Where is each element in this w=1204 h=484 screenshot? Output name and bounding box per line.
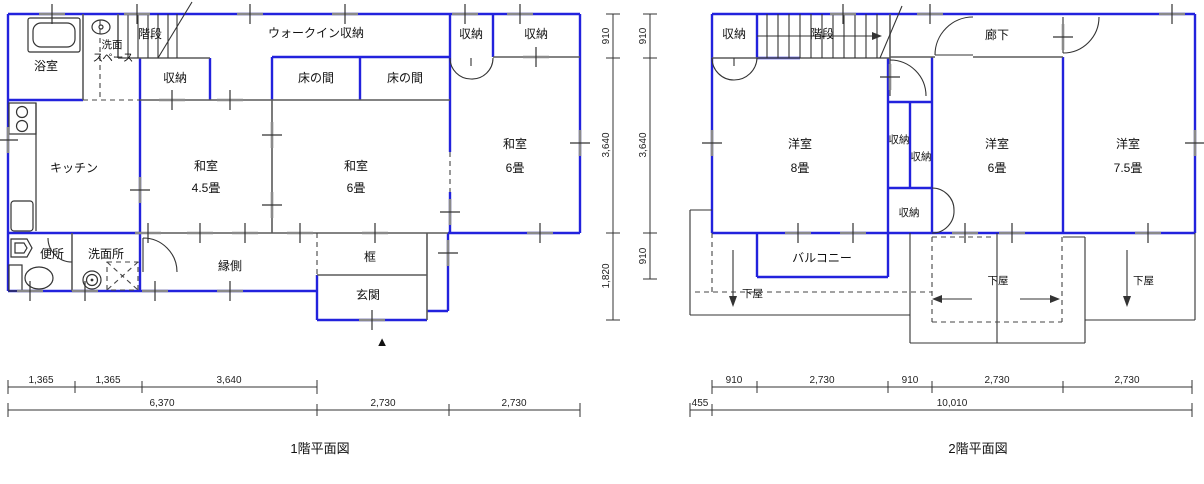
plan2-window-marks-h [785, 12, 1185, 235]
roof-arrow-down-icon [729, 296, 737, 307]
room-label-wash-space-1: 洗面 [102, 39, 123, 51]
plan1-dimensions-bottom: 1,365 1,365 3,640 6,370 2,730 2,730 [7, 375, 581, 417]
plan2-title: 2階平面図 [948, 441, 1007, 456]
room-label-closet-mid-a: 収納 [889, 133, 910, 146]
dim-label: 3,640 [216, 375, 241, 386]
room-label-closet-low: 収納 [899, 206, 920, 219]
room-label-bath: 浴室 [34, 58, 58, 73]
room-label-washroom: 洗面所 [88, 247, 124, 261]
room-label-kitchen: キッチン [50, 161, 98, 175]
dim-label: 2,730 [984, 375, 1009, 386]
plan2-labels: 収納 階段 廊下 洋室 8畳 収納 収納 収納 洋室 6畳 洋室 7.5畳 バル… [722, 26, 1154, 300]
room-label-engawa: 縁側 [218, 258, 242, 273]
room-label-closet-top-b: 収納 [524, 27, 548, 41]
plan1-dimensions-right: 910 3,640 1,820 910 3,640 910 [601, 13, 657, 321]
room-label-washitsu6-center-2: 6畳 [347, 181, 366, 195]
dim-label: 3,640 [638, 132, 649, 157]
plan2-door-arcs [711, 16, 1100, 234]
room-label-closet-mid-b: 収納 [911, 150, 932, 163]
plan1-walls-gray [71, 14, 580, 320]
room-label-yoshitsu6-2: 6畳 [988, 161, 1007, 175]
room-label-geya-left: 下屋 [742, 288, 763, 300]
toilet-basin-icon [10, 238, 33, 258]
kitchen-sink-icon [10, 200, 34, 232]
plan2-window-marks-h-ticks [797, 4, 1173, 243]
dim-label: 2,730 [1114, 375, 1139, 386]
room-label-yoshitsu75-2: 7.5畳 [1114, 161, 1143, 175]
dim-label: 1,820 [601, 263, 612, 288]
room-label-closet-under-stairs: 収納 [163, 71, 187, 85]
room-label-yoshitsu75-1: 洋室 [1116, 136, 1140, 151]
plan2-walls-gray [712, 14, 1063, 60]
plan2-geya-outlines [689, 209, 1196, 344]
dim-label: 10,010 [937, 398, 968, 409]
room-label-geya-right: 下屋 [1133, 275, 1154, 287]
dim-label: 1,365 [28, 375, 53, 386]
plan2-drawing: 収納 階段 廊下 洋室 8畳 収納 収納 収納 洋室 6畳 洋室 7.5畳 バル… [689, 4, 1204, 456]
toilet-tank-icon [8, 264, 23, 292]
toilet-bowl-icon [24, 266, 54, 290]
room-label-washitsu6-center-1: 和室 [344, 158, 368, 173]
washroom-sink-icon [82, 270, 102, 290]
room-label-tokonoma-right: 床の間 [387, 71, 423, 85]
plan2-geya-dashed [695, 233, 1063, 323]
room-label-washitsu6-right-2: 6畳 [506, 161, 525, 175]
plan1-labels: 浴室 洗面 スペース 階段 収納 ウォークイン収納 床の間 床の間 収納 収納 … [34, 26, 548, 349]
bathtub-icon [27, 17, 81, 53]
plan2-dimensions-bottom: 910 2,730 910 2,730 2,730 455 10,010 [689, 375, 1193, 417]
room-label-yoshitsu8-2: 8畳 [791, 161, 810, 175]
plan1-door-arcs [47, 57, 494, 273]
dim-label: 910 [601, 27, 612, 44]
room-label-walkin-closet: ウォークイン収納 [268, 26, 364, 40]
dim-label: 2,730 [501, 398, 526, 409]
plan1-title: 1階平面図 [290, 441, 349, 456]
room-label-tokonoma-left: 床の間 [298, 71, 334, 85]
roof-arrow-right-icon [1050, 295, 1060, 303]
plan1-fixtures [8, 17, 139, 292]
room-label-washitsu45-2: 4.5畳 [192, 181, 221, 195]
plan1-drawing: 浴室 洗面 スペース 階段 収納 ウォークイン収納 床の間 床の間 収納 収納 … [0, 1, 657, 456]
dim-label: 6,370 [149, 398, 174, 409]
dim-label: 3,640 [601, 132, 612, 157]
room-label-yoshitsu8-1: 洋室 [788, 136, 812, 151]
plan1-window-marks-v [6, 122, 582, 266]
room-label-stairs-2f: 階段 [810, 26, 834, 41]
roof-arrow-left-icon [932, 295, 942, 303]
dim-label: 1,365 [95, 375, 120, 386]
room-label-corridor: 廊下 [985, 27, 1009, 42]
room-label-genkan: 玄関 [356, 287, 380, 302]
stove-icon [8, 102, 37, 135]
dim-label: 2,730 [370, 398, 395, 409]
room-label-stairs-1f: 階段 [138, 26, 162, 41]
room-label-closet-top-a: 収納 [459, 27, 483, 41]
washing-machine-icon [106, 261, 139, 291]
room-label-toilet: 便所 [40, 247, 64, 261]
dim-label: 2,730 [809, 375, 834, 386]
room-label-kamachi: 框 [364, 250, 376, 264]
plan1-dashed-lines [83, 20, 451, 275]
room-label-wash-space-2: スペース [93, 52, 134, 64]
plan1-window-marks-v-ticks [0, 134, 590, 254]
room-label-balcony: バルコニー [792, 251, 852, 265]
room-label-closet-tl: 収納 [722, 27, 746, 41]
roof-arrow-down-icon [1123, 296, 1131, 307]
room-label-yoshitsu6-1: 洋室 [985, 136, 1009, 151]
dim-label: 910 [638, 247, 649, 264]
washbasin-icon [91, 19, 111, 35]
stairs-direction-arrow [872, 32, 882, 40]
plan1-window-marks-h-ticks [29, 4, 541, 330]
dim-label: 910 [638, 27, 649, 44]
plan1-stairs-symbol [127, 1, 193, 59]
room-label-geya-mid: 下屋 [988, 275, 1009, 287]
plan2-roof-arrows [729, 250, 1131, 307]
plan2-stairs-symbol [757, 5, 903, 59]
entrance-marker: ▲ [376, 334, 389, 349]
plan2-window-marks-v-ticks [702, 36, 1204, 144]
dim-label: 910 [902, 375, 919, 386]
room-label-washitsu6-right-1: 和室 [503, 136, 527, 151]
dim-label: 910 [726, 375, 743, 386]
dim-label: 455 [692, 398, 709, 409]
room-label-washitsu45-1: 和室 [194, 158, 218, 173]
